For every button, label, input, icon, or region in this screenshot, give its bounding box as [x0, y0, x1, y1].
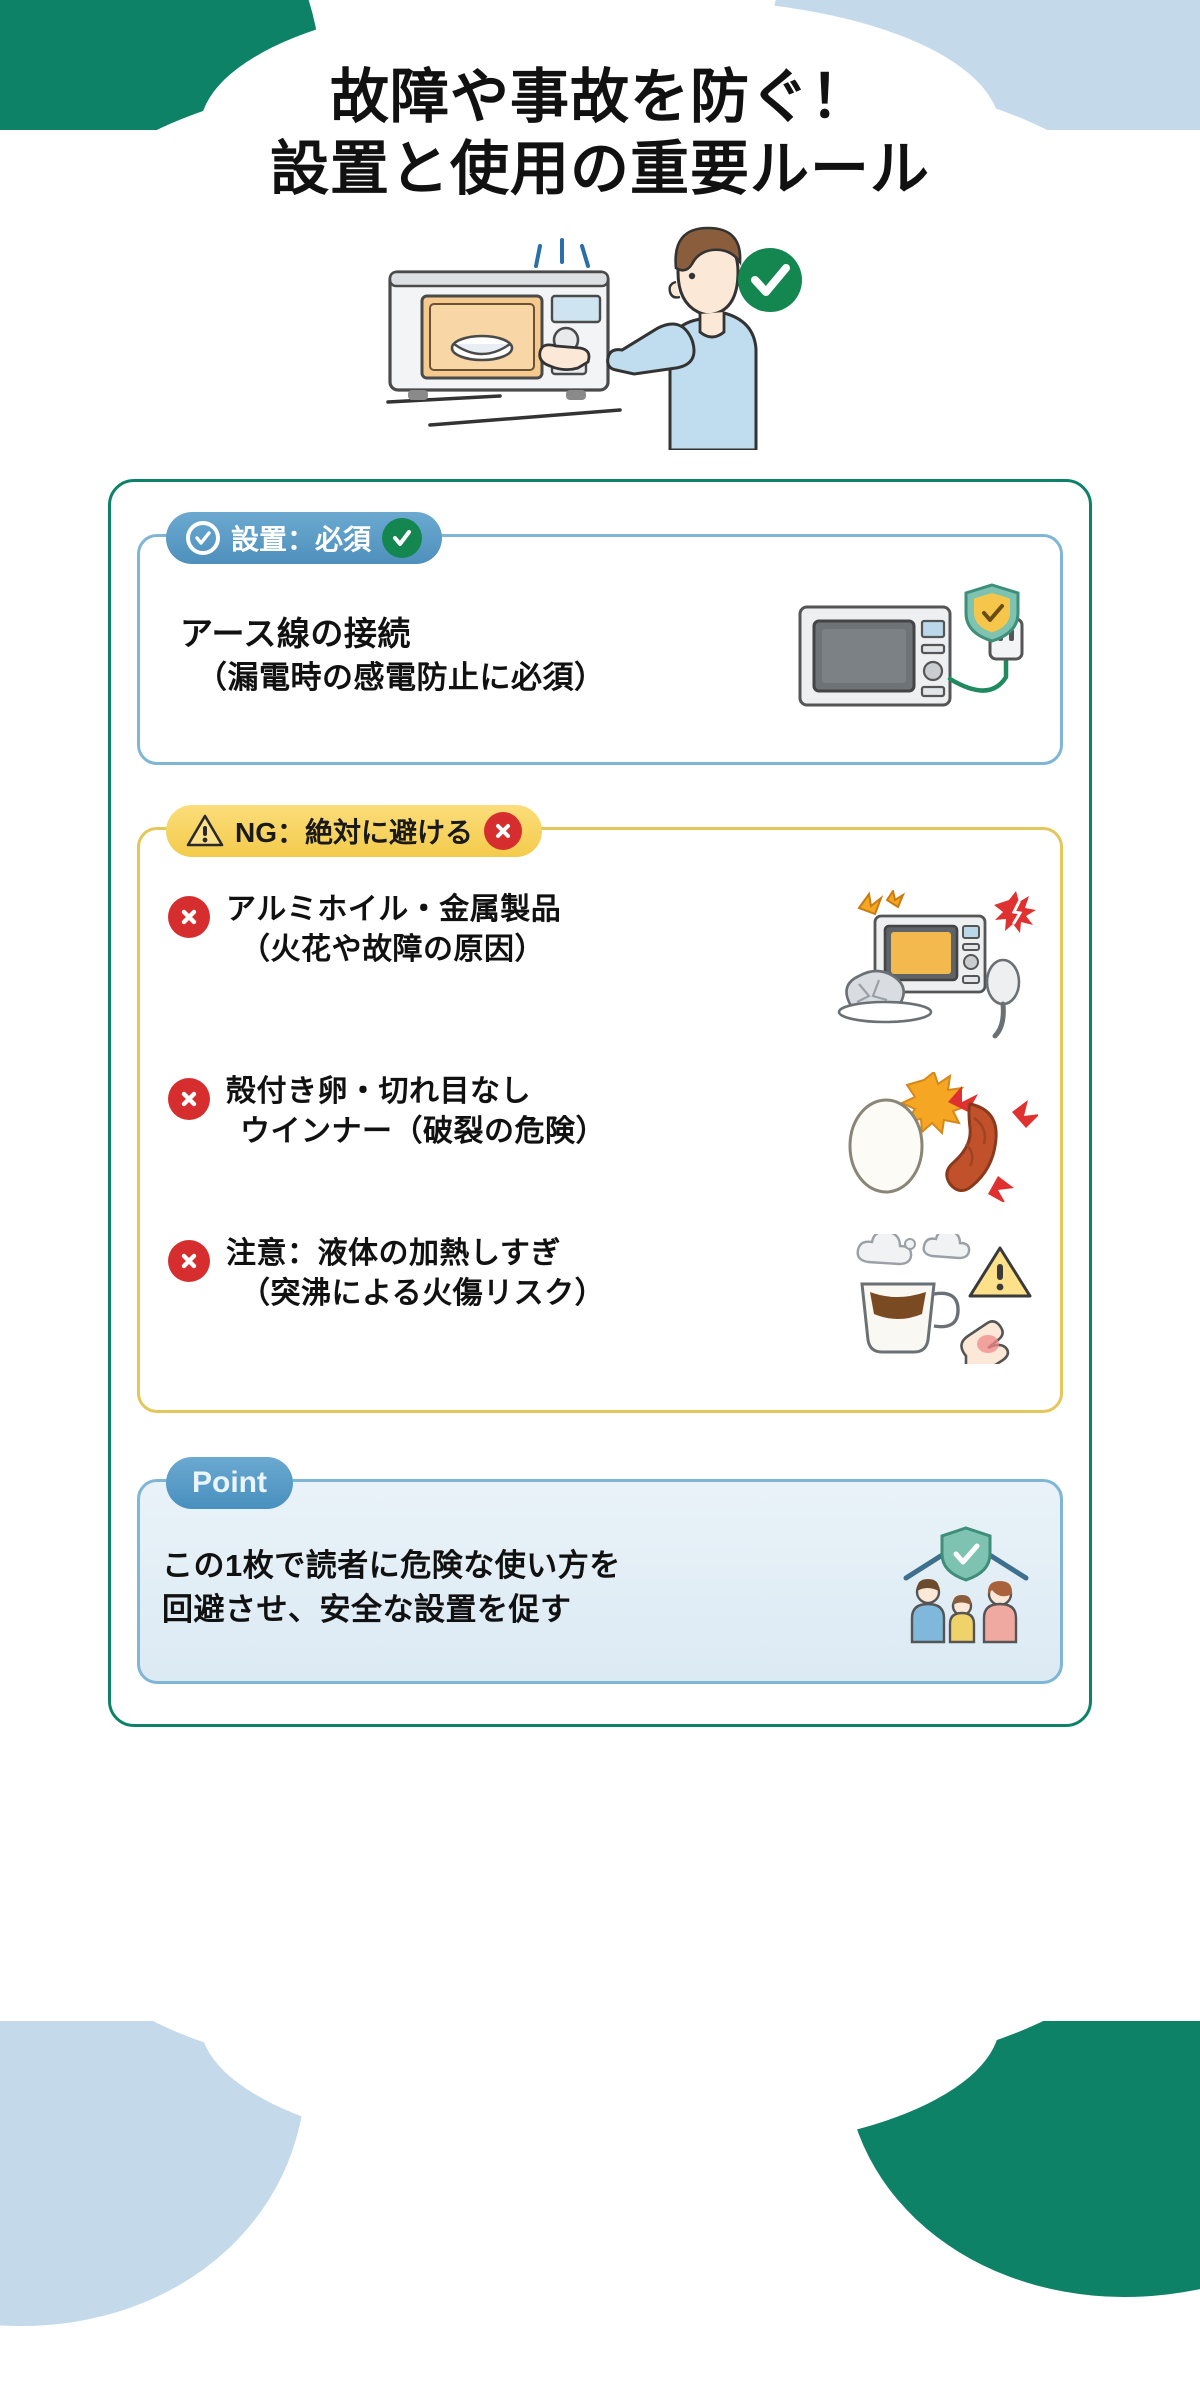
title-line-1: 故障や事故を防ぐ！	[329, 64, 870, 130]
x-circle-icon	[168, 1239, 210, 1282]
rules-panel: 設置：必須 アース線の接続 （漏電時の感電防止に必須）	[108, 478, 1092, 1727]
ng-item-egg: 殻付き卵・切れ目なし ウインナー（破裂の危険）	[156, 1056, 1044, 1218]
card-install: 設置：必須 アース線の接続 （漏電時の感電防止に必須）	[137, 511, 1063, 765]
badge-install: 設置：必須	[166, 511, 443, 564]
hero-illustration	[0, 220, 1200, 465]
point-line-1: この1枚で読者に危険な使い方を	[162, 1548, 621, 1584]
ng-item-liquid: 注意：液体の加熱しすぎ （突沸による火傷リスク）	[156, 1218, 1044, 1380]
ng-item-liquid-line-2: （突沸による火傷リスク）	[240, 1277, 606, 1311]
hot-mug-steam-hand-icon	[838, 1233, 1038, 1364]
foil-spoon-sparks-icon	[823, 889, 1038, 1040]
ng-item-egg-line-1: 殻付き卵・切れ目なし	[226, 1074, 531, 1108]
ng-item-foil-line-2: （火花や故障の原因）	[240, 933, 545, 967]
card-ng: NG：絶対に避ける アルミホイル・金属製品 （火花や故障の原因）	[137, 804, 1063, 1413]
egg-sausage-burst-icon	[828, 1071, 1038, 1202]
badge-install-label: 設置：必須	[231, 523, 372, 555]
install-line-1: アース線の接続	[180, 615, 411, 653]
badge-ng: NG：絶対に避ける	[166, 804, 543, 857]
x-circle-icon	[484, 811, 523, 850]
family-home-shield-icon	[892, 1526, 1042, 1651]
x-circle-icon	[168, 1077, 210, 1120]
ng-item-foil-line-1: アルミホイル・金属製品	[226, 892, 562, 926]
badge-ng-label: NG：絶対に避ける	[235, 816, 474, 848]
install-line-2: （漏電時の感電防止に必須）	[196, 659, 606, 695]
ng-item-egg-line-2: ウインナー（破裂の危険）	[240, 1115, 606, 1149]
x-circle-icon	[168, 895, 210, 938]
warning-triangle-icon	[186, 814, 224, 848]
ng-item-liquid-line-1: 注意：液体の加熱しすぎ	[226, 1236, 561, 1270]
badge-point: Point	[166, 1456, 293, 1509]
point-line-2: 回避させ、安全な設置を促す	[162, 1592, 572, 1628]
check-circle-icon-right	[382, 517, 423, 558]
title-line-2: 設置と使用の重要ルール	[269, 135, 930, 202]
page-title: 故障や事故を防ぐ！ 設置と使用の重要ルール	[0, 0, 1200, 206]
badge-point-label: Point	[192, 1465, 267, 1499]
microwave-with-plug-and-shield-icon	[792, 583, 1042, 728]
person-using-microwave-icon	[386, 226, 802, 450]
check-circle-icon	[186, 520, 220, 555]
card-point: Point この1枚で読者に危険な使い方を 回避させ、安全な設置を促す	[137, 1456, 1063, 1684]
ng-item-foil: アルミホイル・金属製品 （火花や故障の原因）	[156, 874, 1044, 1056]
